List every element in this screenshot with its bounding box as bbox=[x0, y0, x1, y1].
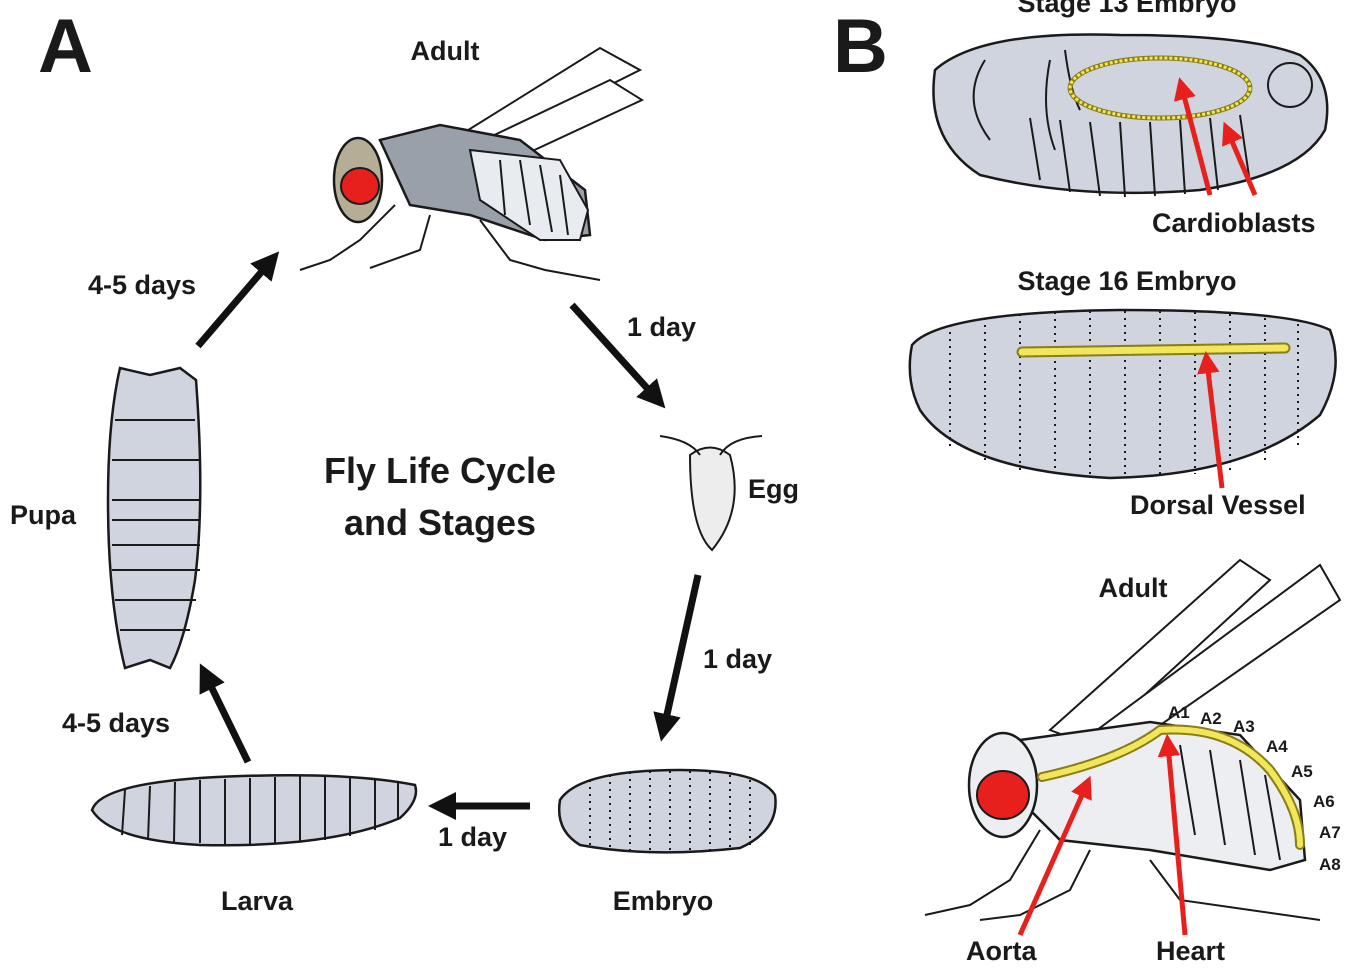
adult-b-title: Adult bbox=[1099, 573, 1168, 603]
stage-label-pupa: Pupa bbox=[10, 500, 77, 530]
adult-fly-illustration bbox=[300, 48, 642, 280]
segment-label-a2: A2 bbox=[1200, 709, 1222, 728]
stage13-title: Stage 13 Embryo bbox=[1017, 0, 1236, 18]
stage16-embryo-illustration bbox=[910, 310, 1336, 478]
arrow-larva-to-pupa bbox=[206, 676, 248, 762]
arrow-egg-to-embryo bbox=[664, 575, 698, 728]
segment-label-a7: A7 bbox=[1319, 823, 1341, 842]
duration-larva-to-pupa: 4-5 days bbox=[62, 708, 170, 738]
duration-embryo-to-larva: 1 day bbox=[438, 822, 507, 852]
stage16-title: Stage 16 Embryo bbox=[1017, 266, 1236, 296]
panel-a-letter: A bbox=[38, 4, 93, 89]
heart-label: Heart bbox=[1156, 936, 1225, 966]
stage-label-embryo: Embryo bbox=[613, 886, 714, 916]
duration-pupa-to-adult: 4-5 days bbox=[88, 270, 196, 300]
arrow-pupa-to-adult bbox=[198, 262, 270, 346]
cycle-title-line2: and Stages bbox=[344, 502, 536, 543]
stage-label-adult: Adult bbox=[411, 36, 480, 66]
stage-label-larva: Larva bbox=[221, 886, 294, 916]
pupa-illustration bbox=[108, 368, 200, 668]
duration-egg-to-embryo: 1 day bbox=[703, 644, 772, 674]
aorta-label: Aorta bbox=[966, 936, 1037, 966]
segment-label-a5: A5 bbox=[1291, 762, 1313, 781]
segment-label-a3: A3 bbox=[1233, 717, 1255, 736]
panel-b-letter: B bbox=[833, 4, 888, 89]
segment-label-a4: A4 bbox=[1266, 737, 1288, 756]
dorsal-vessel-label: Dorsal Vessel bbox=[1130, 490, 1306, 520]
dorsal-vessel-cells bbox=[1022, 348, 1285, 352]
duration-adult-to-egg: 1 day bbox=[627, 312, 696, 342]
cycle-title-line1: Fly Life Cycle bbox=[324, 450, 556, 491]
cardioblasts-label: Cardioblasts bbox=[1152, 208, 1316, 238]
egg-illustration bbox=[660, 436, 762, 550]
embryo-illustration bbox=[559, 770, 775, 855]
segment-label-a1: A1 bbox=[1168, 703, 1190, 722]
stage-label-egg: Egg bbox=[748, 474, 799, 504]
segment-label-a8: A8 bbox=[1319, 855, 1341, 874]
larva-illustration bbox=[92, 775, 416, 845]
segment-label-a6: A6 bbox=[1313, 792, 1335, 811]
